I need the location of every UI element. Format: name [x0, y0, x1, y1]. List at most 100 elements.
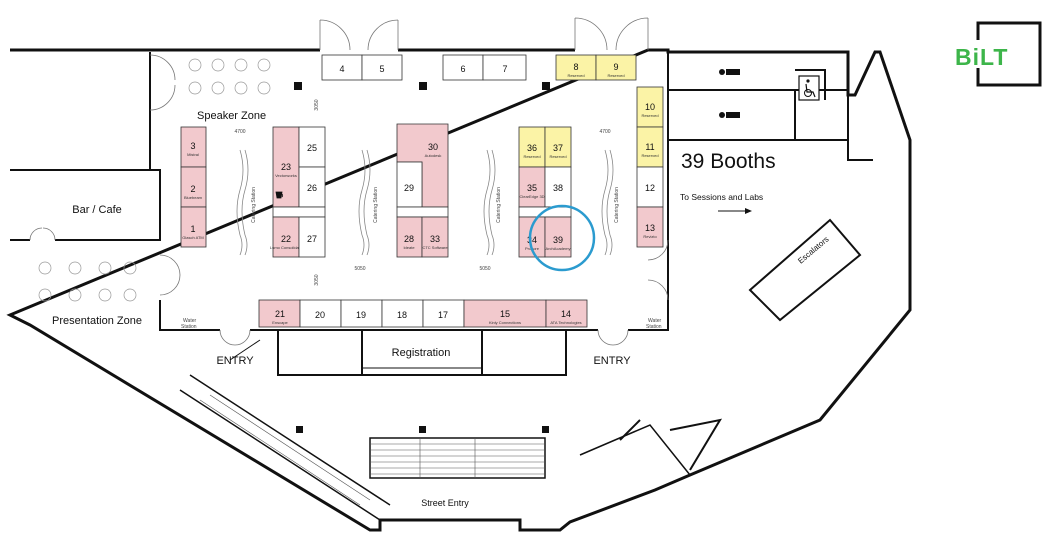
water-station-label: Station	[181, 324, 197, 330]
svg-text:19: 19	[356, 310, 366, 320]
catering-station-label: Catering Station	[251, 187, 257, 223]
booth-19[interactable]: 19	[340, 299, 383, 328]
svg-text:20: 20	[315, 310, 325, 320]
catering-station-label: Catering Station	[373, 187, 379, 223]
street-entry-label: Street Entry	[421, 498, 469, 508]
presentation-zone-label: Presentation Zone	[52, 315, 142, 327]
svg-text:10: 10	[645, 102, 655, 112]
booth-18[interactable]: 18	[381, 299, 424, 328]
booth-17[interactable]: 17	[422, 299, 465, 328]
entry-right-label: ENTRY	[593, 355, 631, 367]
booth-30-number: 30	[428, 142, 438, 152]
svg-text:Reserved: Reserved	[641, 153, 658, 158]
svg-text:5: 5	[379, 64, 384, 74]
svg-text:15: 15	[500, 309, 510, 319]
svg-text:33: 33	[430, 234, 440, 244]
dimension-label: 3050	[314, 99, 320, 110]
bar-cafe-label: Bar / Cafe	[72, 204, 122, 216]
registration-label: Registration	[392, 347, 451, 359]
coffee-cup-icon	[275, 191, 284, 199]
booth-38[interactable]: 38	[544, 166, 572, 208]
booth-12[interactable]: 12	[636, 166, 664, 208]
outer-walls	[6, 48, 912, 532]
svg-text:Bluebeam: Bluebeam	[184, 195, 203, 200]
sessions-label: To Sessions and Labs	[680, 192, 763, 202]
water-station-label: Station	[646, 324, 662, 330]
svg-text:Reserved: Reserved	[567, 73, 584, 78]
svg-text:8: 8	[573, 62, 578, 72]
seating-presentation-zone	[38, 261, 137, 302]
booth-27[interactable]: 27	[298, 216, 326, 258]
svg-text:Mistral: Mistral	[187, 152, 199, 157]
svg-text:9: 9	[613, 62, 618, 72]
zone-labels: Speaker Zone Bar / Cafe Presentation Zon…	[52, 110, 831, 508]
svg-text:Reserved: Reserved	[549, 154, 566, 159]
booth-7[interactable]: 7	[482, 54, 527, 81]
booth-5[interactable]: 5	[361, 54, 403, 81]
svg-text:ClearEdge 3D: ClearEdge 3D	[519, 194, 544, 199]
svg-text:37: 37	[553, 143, 563, 153]
svg-text:Reserved: Reserved	[523, 154, 540, 159]
svg-text:12: 12	[645, 183, 655, 193]
booth-29[interactable]: 29	[396, 161, 423, 208]
dimension-markers: 4700 4700 5050 5050 3050 3050	[234, 99, 610, 285]
restroom-icons	[719, 69, 820, 118]
dimension-label: 4700	[599, 129, 610, 135]
svg-text:Enscape: Enscape	[272, 320, 288, 325]
booth-20[interactable]: 20	[299, 299, 342, 328]
island-divider	[396, 206, 449, 218]
svg-text:Lumo Consolidate: Lumo Consolidate	[270, 245, 303, 250]
svg-text:3: 3	[190, 141, 195, 151]
svg-text:CTC Software: CTC Software	[422, 245, 448, 250]
svg-text:35: 35	[527, 183, 537, 193]
male-restroom-icon	[719, 69, 740, 75]
doors	[29, 17, 669, 346]
svg-text:Revizto: Revizto	[643, 234, 657, 239]
stair-treads	[199, 394, 545, 506]
logo-mask	[950, 40, 986, 68]
booth-4[interactable]: 4	[321, 54, 363, 81]
svg-text:ArchAcademy: ArchAcademy	[546, 246, 571, 251]
speaker-zone-label: Speaker Zone	[197, 110, 266, 122]
svg-text:Kinly Connections: Kinly Connections	[489, 320, 521, 325]
svg-text:22: 22	[281, 234, 291, 244]
water-stations: Water Station Water Station	[181, 318, 662, 330]
svg-text:18: 18	[397, 310, 407, 320]
booth-count-label: 39 Booths	[681, 150, 776, 173]
water-station-label: Water	[648, 318, 661, 324]
catering-station-label: Catering Station	[614, 187, 620, 223]
booth-26[interactable]: 26	[298, 166, 326, 208]
booth-6[interactable]: 6	[442, 54, 484, 81]
female-restroom-icon	[719, 112, 740, 118]
catering-counters	[236, 149, 614, 256]
svg-text:Reserved: Reserved	[607, 73, 624, 78]
svg-text:28: 28	[404, 234, 414, 244]
svg-text:27: 27	[307, 234, 317, 244]
svg-text:2: 2	[190, 184, 195, 194]
svg-text:23: 23	[281, 162, 291, 172]
svg-text:39: 39	[553, 235, 563, 245]
svg-text:7: 7	[502, 64, 507, 74]
svg-text:38: 38	[553, 183, 563, 193]
booth-25[interactable]: 25	[298, 126, 326, 168]
catering-labels: Catering Station Catering Station Cateri…	[251, 187, 620, 223]
